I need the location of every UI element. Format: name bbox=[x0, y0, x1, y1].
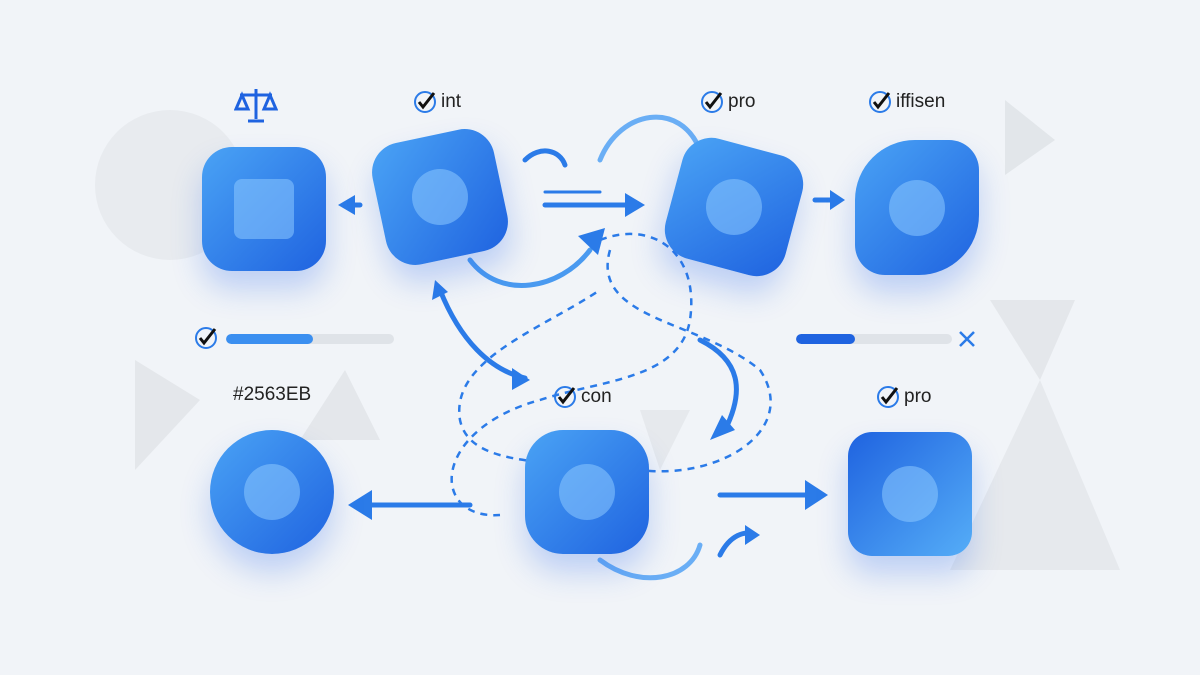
label-text: iffisen bbox=[896, 91, 946, 112]
close-icon[interactable] bbox=[958, 330, 976, 348]
label-int: int bbox=[413, 90, 461, 114]
progress-fill bbox=[226, 334, 314, 344]
check-circle-icon bbox=[869, 91, 891, 113]
label-text: pro bbox=[904, 386, 932, 407]
label-color: #2563EB bbox=[233, 384, 311, 406]
node-pro-bottom[interactable] bbox=[848, 432, 972, 556]
check-circle-icon bbox=[195, 327, 217, 349]
balance-scale-icon bbox=[234, 89, 278, 123]
label-pro-bottom: pro bbox=[876, 385, 931, 409]
progress-fill bbox=[796, 334, 856, 344]
check-circle-icon bbox=[554, 386, 576, 408]
arrow-pro-con bbox=[697, 337, 739, 433]
label-iffisen: iffisen bbox=[868, 90, 945, 114]
check-circle-icon bbox=[877, 386, 899, 408]
label-con: con bbox=[553, 385, 612, 409]
label-pro-top: pro bbox=[700, 90, 755, 114]
node-iffisen[interactable] bbox=[855, 140, 979, 275]
progress-bar-left bbox=[226, 334, 394, 344]
label-text: con bbox=[581, 386, 612, 407]
label-text: pro bbox=[728, 91, 756, 112]
check-circle-icon bbox=[414, 91, 436, 113]
node-con[interactable] bbox=[525, 430, 649, 554]
node-color[interactable] bbox=[210, 430, 334, 554]
label-text: int bbox=[441, 91, 462, 112]
node-int[interactable] bbox=[366, 123, 514, 271]
progress-bar-right bbox=[796, 334, 952, 344]
check-circle-icon bbox=[701, 91, 723, 113]
node-square[interactable] bbox=[202, 147, 326, 271]
dashed-path-1 bbox=[450, 232, 693, 517]
label-text: #2563EB bbox=[233, 384, 312, 405]
